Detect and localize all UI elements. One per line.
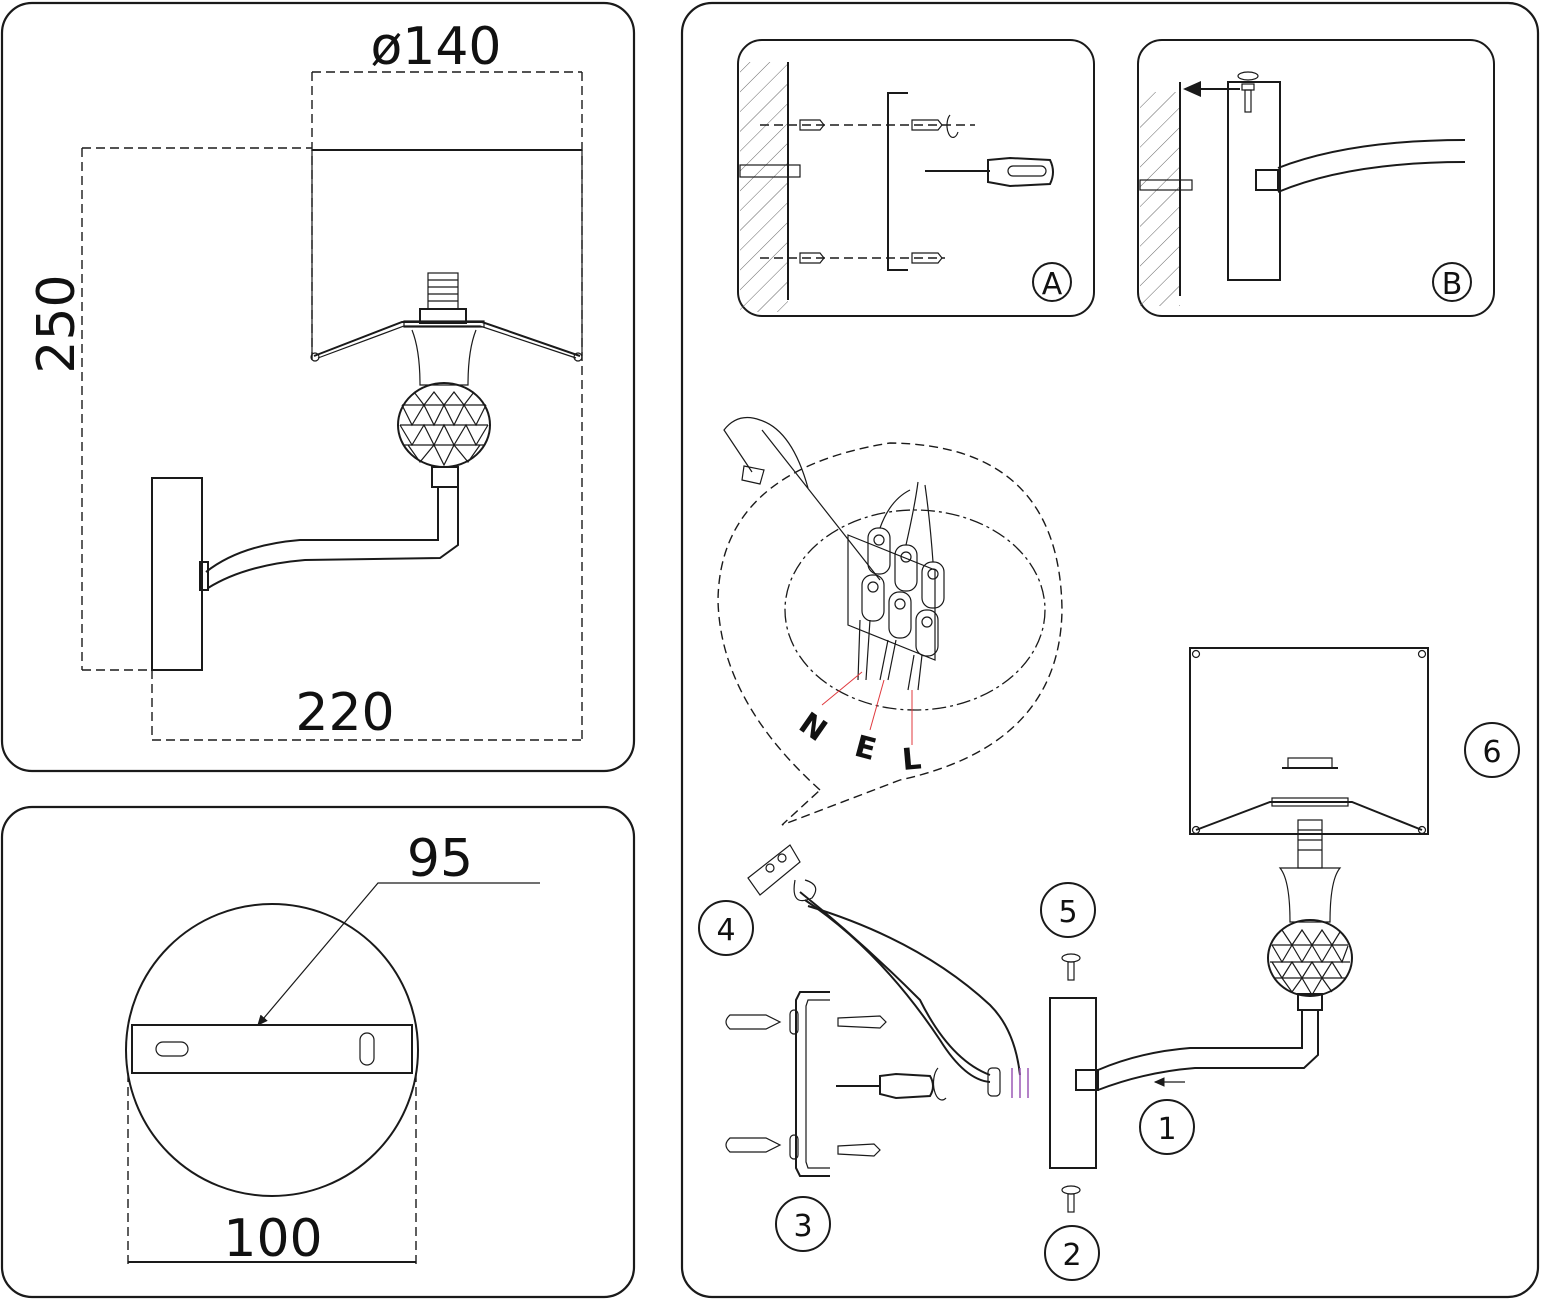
depth-dimension: 220 [295,683,394,743]
step-5-label: 5 [1058,895,1077,930]
height-dimension: 250 [27,274,87,373]
installation-panel: A B [680,1,1540,1299]
bracket-view-panel: 95 100 [0,805,636,1299]
step-6-label: 6 [1482,735,1501,770]
step-2-label: 2 [1062,1238,1081,1273]
dimension-lines [81,71,583,741]
detail-b-box: B [1137,39,1495,317]
step-3-bracket: 3 [725,991,947,1252]
lamp-side-drawing [151,149,583,671]
detail-a-box: A [737,39,1095,317]
step-1-label: 1 [1157,1112,1176,1147]
canopy-dimension: 100 [223,1209,322,1269]
live-wire-label: L [901,741,923,778]
wire-leaders [821,671,913,745]
step-3-label: 3 [793,1209,812,1244]
step-5-2-canopy: 5 2 [1040,882,1100,1281]
detail-a-label: A [1042,267,1063,302]
side-view-panel: ø140 250 220 [0,1,636,773]
step-4-cable: 4 [698,844,1029,1098]
step-1-6-lamp: 1 6 [1075,647,1520,1155]
detail-b-label: B [1442,267,1463,302]
step-4-label: 4 [716,913,735,948]
bracket-dimension: 95 [407,829,473,889]
diameter-dimension: ø140 [370,17,501,77]
